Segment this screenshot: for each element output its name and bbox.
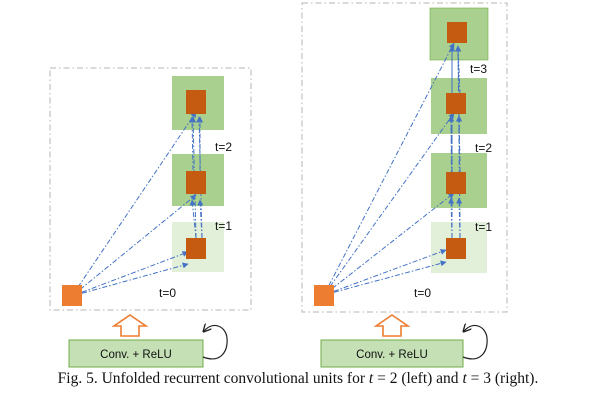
right-unit-t3 — [447, 22, 467, 43]
left-conv-box — [68, 339, 204, 368]
right-up-arrow — [373, 314, 411, 337]
caption-var-2: t — [462, 370, 467, 387]
right-panel: t=3 t=2 t=1 t=0 Conv. + ReLU — [301, 2, 508, 368]
figure-caption: Fig. 5. Unfolded recurrent convolutional… — [0, 370, 596, 388]
right-unit-t0 — [446, 238, 466, 259]
left-panel: t=2 t=1 t=0 Conv. + ReLU — [49, 67, 252, 368]
caption-mid: = 2 (left) and — [373, 370, 463, 387]
caption-suffix: = 3 (right). — [466, 370, 539, 387]
left-conv-label: Conv. + ReLU — [100, 349, 172, 361]
right-label-t3: t=3 — [470, 62, 487, 76]
caption-prefix: Fig. 5. Unfolded recurrent convolutional… — [57, 370, 369, 387]
right-label-t2: t=2 — [475, 141, 492, 155]
left-unit-t2 — [186, 90, 206, 114]
right-conv-box — [320, 339, 464, 368]
left-input-unit — [62, 285, 82, 306]
right-frame — [301, 2, 508, 313]
left-label-t1: t=1 — [215, 219, 232, 233]
right-label-t1: t=1 — [475, 220, 492, 234]
left-frame — [49, 67, 252, 311]
caption-var-1: t — [368, 370, 374, 387]
left-loop-arrow — [203, 325, 228, 360]
left-label-t2: t=2 — [215, 140, 232, 154]
left-up-arrow — [111, 314, 149, 337]
right-label-t0: t=0 — [414, 286, 431, 300]
right-unit-t1 — [446, 172, 466, 194]
right-unit-t2 — [446, 93, 466, 114]
right-loop-arrow — [463, 325, 488, 360]
right-conv-label: Conv. + ReLU — [356, 349, 428, 361]
right-input-unit — [314, 285, 334, 306]
right-connections — [323, 42, 463, 296]
left-unit-t1 — [186, 171, 206, 194]
left-label-t0: t=0 — [159, 286, 176, 300]
left-unit-t0 — [186, 238, 206, 259]
